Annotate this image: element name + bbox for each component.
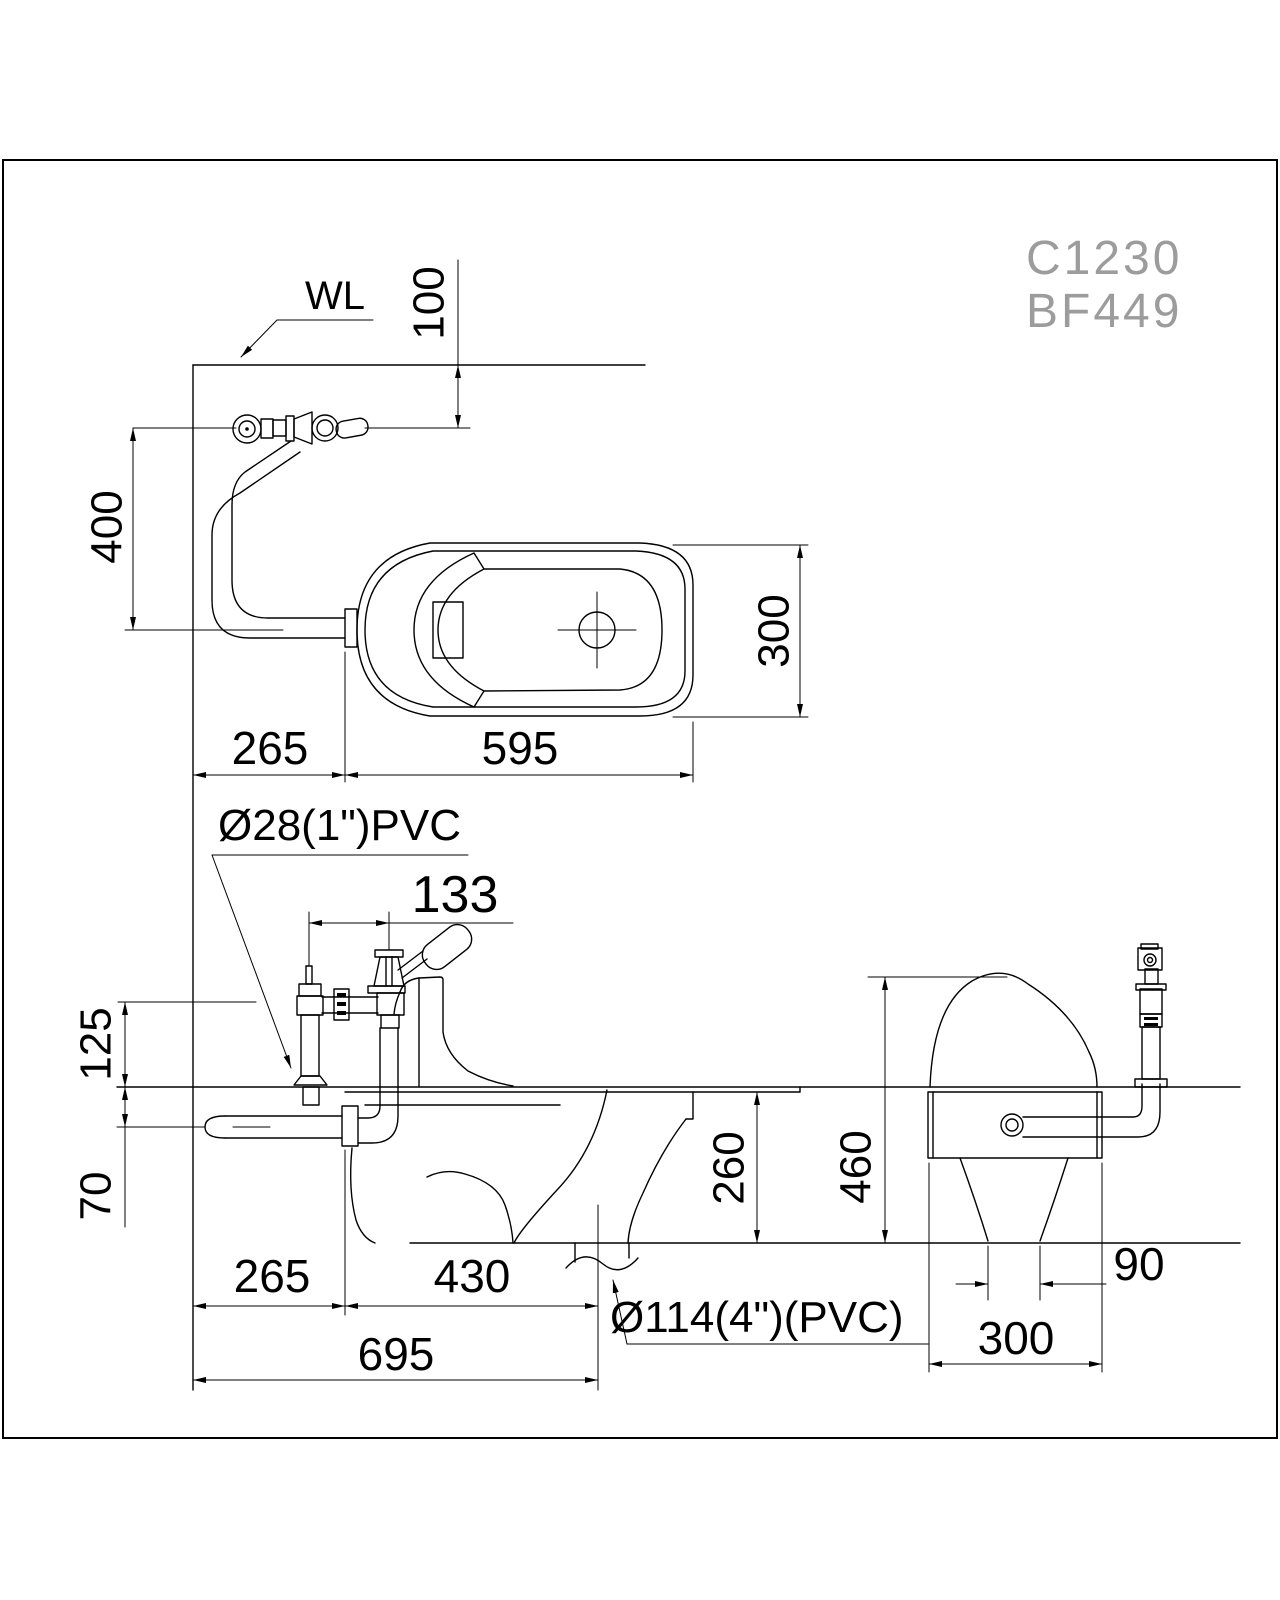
bowl-right-profile: [627, 1118, 687, 1244]
dim-body-width-300: 300: [978, 1312, 1055, 1364]
dim-valve-drop-400: 400: [83, 490, 132, 563]
dim-drain-offset-90: 90: [1113, 1238, 1164, 1290]
wall-line-label: WL: [305, 274, 365, 318]
bowl-taper-left: [959, 1157, 989, 1242]
trap-front-wall: [426, 1170, 514, 1244]
dim-pan-length-595: 595: [482, 722, 559, 774]
dim-inlet-height-125: 125: [72, 1007, 121, 1080]
drain-pipe-leader: [612, 1279, 628, 1345]
pan-inner-outline: [364, 550, 686, 708]
model-code: C1230: [1026, 232, 1182, 285]
sheet-border: [2, 159, 1278, 1439]
wall-line-leader: [240, 319, 374, 358]
hood-inlet-plan: [432, 601, 464, 659]
valve-connecting-pipe: [321, 988, 379, 1021]
drain-pipe-break: [565, 1256, 639, 1271]
stop-valve-elevation: [293, 911, 328, 1106]
squat-pan-elevation: [349, 976, 694, 1271]
dim-pan-depth-260: 260: [705, 1131, 754, 1204]
dim-overall-height-460: 460: [832, 1130, 881, 1203]
pan-body-end: [927, 1091, 1103, 1159]
dim-pan-width-300: 300: [750, 594, 799, 667]
bowl-rim: [483, 568, 663, 692]
inlet-pipe-leader: [211, 854, 292, 1069]
hood-front-edge: [413, 552, 485, 708]
stop-valve-end: [1134, 943, 1168, 1088]
dim-valve-offset-100: 100: [405, 266, 454, 339]
dim-wall-to-pan-265-plan: 265: [232, 722, 309, 774]
pan-outer-outline: [356, 542, 694, 717]
inlet-boss: [1000, 1113, 1024, 1137]
dim-wall-to-pan-265: 265: [234, 1250, 311, 1302]
squat-pan-plan: [356, 542, 694, 717]
trap-rear-wall: [513, 1089, 608, 1244]
label-inlet-pipe: Ø28(1")PVC: [218, 801, 461, 850]
flush-lever-handle: [421, 923, 473, 971]
dim-wall-to-drain-695: 695: [358, 1328, 435, 1380]
label-drain-pipe: Ø114(4")(PVC): [610, 1293, 904, 1342]
pan-inlet-spud-plan: [344, 608, 358, 648]
dim-pan-to-drain-430: 430: [434, 1250, 511, 1302]
bowl-left-profile: [349, 1147, 376, 1244]
dim-supply-depth-70: 70: [72, 1172, 121, 1221]
flush-pipe-plan: [211, 440, 358, 648]
dim-valve-spacing-133: 133: [412, 866, 499, 924]
supply-piping-end: [1022, 1083, 1161, 1138]
title-codes: C1230 BF449: [1026, 232, 1182, 338]
hood-dome-profile: [929, 972, 1098, 1088]
flush-valve-elevation: [367, 923, 473, 1029]
hood-profile: [399, 976, 514, 1087]
front-elevation-view: 133 125 70 260 460 265 430 695 Ø114(4")(…: [72, 866, 1241, 1391]
valve-handle-plan: [335, 417, 369, 439]
flush-valve-plan: [232, 411, 369, 445]
fitting-code: BF449: [1026, 285, 1182, 338]
bowl-taper-right: [1039, 1157, 1069, 1242]
plan-view: WL 100 400: [83, 259, 809, 1391]
end-elevation-view: 90 300: [927, 943, 1168, 1373]
